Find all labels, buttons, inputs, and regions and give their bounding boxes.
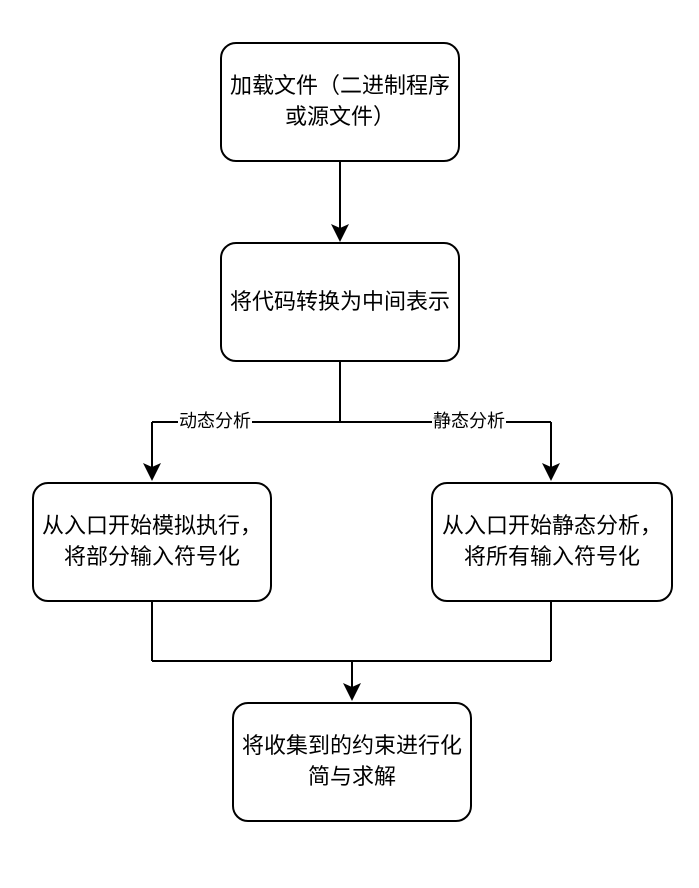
node-dynamic-exec-text: 从入口开始模拟执行，将部分输入符号化 [42, 514, 263, 570]
node-static-analysis-text: 从入口开始静态分析，将所有输入符号化 [441, 514, 662, 570]
arrow-into-dynamic [143, 463, 161, 481]
label-static-analysis: 静态分析 [432, 411, 506, 433]
arrow-into-convert [331, 224, 349, 242]
node-solve-constraints: 将收集到的约束进行化简与求解 [232, 702, 472, 822]
arrow-into-static [542, 463, 560, 481]
node-convert-ir: 将代码转换为中间表示 [220, 242, 460, 362]
arrow-into-solve [343, 683, 361, 701]
node-static-analysis: 从入口开始静态分析，将所有输入符号化 [431, 482, 673, 602]
node-solve-constraints-text: 将收集到的约束进行化简与求解 [242, 734, 463, 790]
node-load-file-text: 加载文件（二进制程序或源文件） [230, 74, 451, 130]
node-load-file: 加载文件（二进制程序或源文件） [220, 42, 460, 162]
label-dynamic-analysis: 动态分析 [178, 411, 252, 433]
node-dynamic-exec: 从入口开始模拟执行，将部分输入符号化 [32, 482, 272, 602]
node-convert-ir-text: 将代码转换为中间表示 [230, 289, 451, 315]
